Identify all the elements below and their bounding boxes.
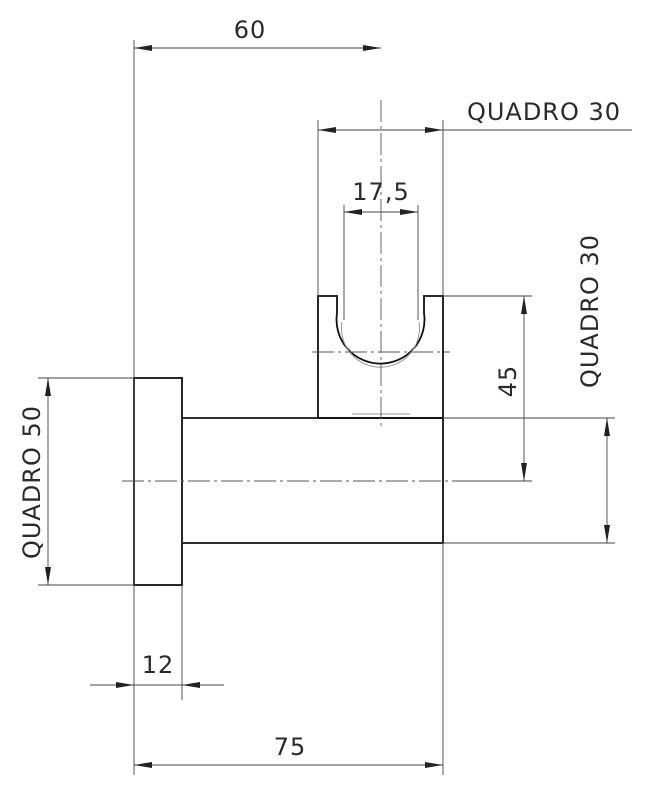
dim-175-arrow-left bbox=[344, 209, 362, 215]
cup-body bbox=[317, 295, 444, 419]
dimension-labels: 60 QUADRO 30 17,5 45 QUADRO 30 QUADRO 50… bbox=[18, 16, 621, 761]
extension-lines bbox=[38, 40, 615, 775]
dim-60-arrow-right bbox=[363, 45, 381, 51]
dim-q30h-arrow-right bbox=[425, 127, 443, 133]
cup-inner-outline bbox=[341, 321, 420, 368]
label-base-plate: QUADRO 50 bbox=[18, 405, 46, 559]
arm bbox=[182, 417, 444, 544]
dim-175-arrow-right bbox=[400, 209, 418, 215]
dim-45-arrow-bottom bbox=[521, 463, 527, 481]
label-overall-height: 60 bbox=[234, 16, 267, 44]
base-plate bbox=[133, 377, 183, 586]
label-base-thickness: 12 bbox=[142, 651, 175, 679]
dim-q50-arrow-bottom bbox=[45, 567, 51, 585]
center-lines bbox=[122, 100, 455, 482]
dim-12-arrow-right bbox=[182, 682, 200, 688]
dim-q30v-arrow-bottom bbox=[604, 525, 610, 543]
dimension-lines bbox=[45, 45, 632, 768]
dim-75-arrow-right bbox=[425, 762, 443, 768]
dim-q30v-arrow-top bbox=[604, 418, 610, 436]
label-cup-width: QUADRO 30 bbox=[467, 98, 621, 126]
part-outline bbox=[133, 295, 444, 586]
dim-q30h-arrow-left bbox=[318, 127, 336, 133]
dim-45-arrow-top bbox=[521, 296, 527, 314]
dim-q50-arrow-top bbox=[45, 378, 51, 396]
dim-60-arrow-left bbox=[134, 45, 152, 51]
dim-12-arrow-left bbox=[116, 682, 134, 688]
label-cup-opening: 17,5 bbox=[352, 178, 409, 206]
dim-75-arrow-left bbox=[134, 762, 152, 768]
label-overall-depth: 75 bbox=[274, 733, 307, 761]
label-arm-offset: 45 bbox=[494, 365, 522, 398]
label-cup-height: QUADRO 30 bbox=[576, 234, 604, 388]
